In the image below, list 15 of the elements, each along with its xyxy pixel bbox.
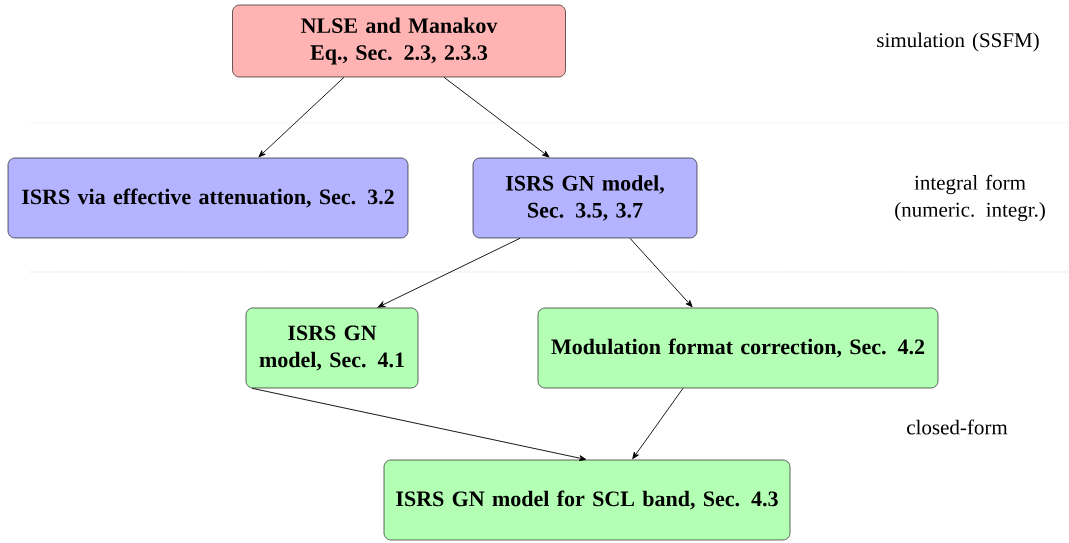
process-box: NLSE and Manakov Eq., Sec. 2.3, 2.3.3 <box>232 4 566 78</box>
process-box: ISRS GN model, Sec. 3.5, 3.7 <box>472 157 698 239</box>
arrow <box>443 76 550 158</box>
arrow <box>629 237 693 308</box>
arrow <box>258 76 345 158</box>
process-box: ISRS GN model, Sec. 4.1 <box>245 307 419 389</box>
arrow <box>377 237 521 308</box>
process-box: Modulation format correction, Sec. 4.2 <box>537 307 939 389</box>
arrow <box>632 387 684 460</box>
arrow <box>251 387 587 461</box>
side-label: closed-form <box>907 419 1008 435</box>
process-box: ISRS GN model for SCL band, Sec. 4.3 <box>383 459 791 541</box>
process-box: ISRS via effective attenuation, Sec. 3.2 <box>7 157 409 239</box>
side-label: integral form (numeric. integr.) <box>895 174 1045 222</box>
side-label: simulation (SSFM) <box>877 32 1039 52</box>
